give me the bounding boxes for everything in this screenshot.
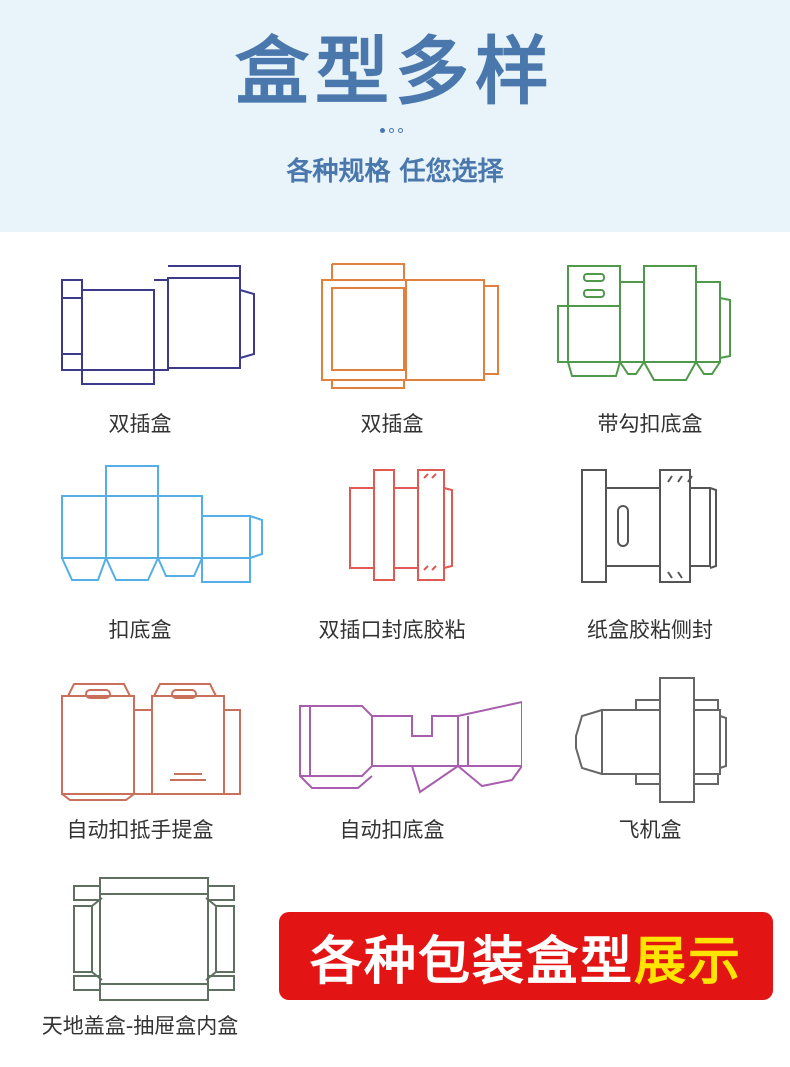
double-tuck-box-dieline-icon: [61, 265, 255, 385]
box-label: 双插口封底胶粘: [318, 618, 466, 642]
lock-bottom-box-dieline-icon: [61, 465, 263, 583]
banner-text: 各种包装盒型: [309, 931, 634, 992]
pagination-dots-icon: [380, 126, 410, 134]
header-band: 盒型多样 各种规格 任您选择: [0, 0, 790, 232]
box-item: 带勾扣底盒: [520, 258, 780, 448]
box-label: 双插盒: [108, 412, 172, 436]
page-subtitle: 各种规格 任您选择: [286, 157, 504, 187]
auto-lock-bottom-box-dieline-icon: [299, 700, 522, 794]
page-title: 盒型多样: [235, 29, 555, 115]
box-item: 自动扣底盒: [262, 676, 522, 856]
box-item: 双插盒: [10, 258, 270, 448]
box-item: 纸盒胶粘侧封: [520, 460, 780, 650]
box-item: 天地盖盒-抽屉盒内盒: [10, 876, 270, 1046]
showcase-banner: 各种包装盒型展示: [279, 912, 773, 1000]
hook-lock-bottom-box-dieline-icon: [557, 265, 731, 381]
dot-icon: [380, 127, 385, 133]
handle-box-dieline-icon: [61, 683, 241, 801]
box-label: 天地盖盒-抽屉盒内盒: [41, 1014, 239, 1038]
glued-bottom-box-dieline-icon: [349, 469, 453, 581]
box-label: 带勾扣底盒: [597, 412, 703, 436]
box-label: 双插盒: [360, 412, 424, 436]
banner-highlight-text: 展示: [634, 931, 743, 992]
lid-base-box-dieline-icon: [73, 877, 235, 1001]
box-label: 飞机盒: [618, 818, 682, 842]
box-label: 纸盒胶粘侧封: [587, 618, 713, 642]
box-label: 自动扣抵手提盒: [66, 818, 214, 842]
box-item: 双插盒: [262, 258, 522, 448]
box-item: 双插口封底胶粘: [262, 460, 522, 650]
dot-icon: [398, 127, 403, 133]
mailer-box-dieline-icon: [575, 677, 727, 803]
box-item: 扣底盒: [10, 460, 270, 650]
box-item: 自动扣抵手提盒: [10, 676, 270, 856]
box-item: 飞机盒: [520, 676, 780, 856]
glued-side-box-dieline-icon: [581, 469, 717, 583]
double-tuck-box-dieline-icon: [321, 263, 499, 389]
box-label: 自动扣底盒: [339, 818, 445, 842]
dot-icon: [389, 127, 394, 133]
box-label: 扣底盒: [108, 618, 172, 642]
